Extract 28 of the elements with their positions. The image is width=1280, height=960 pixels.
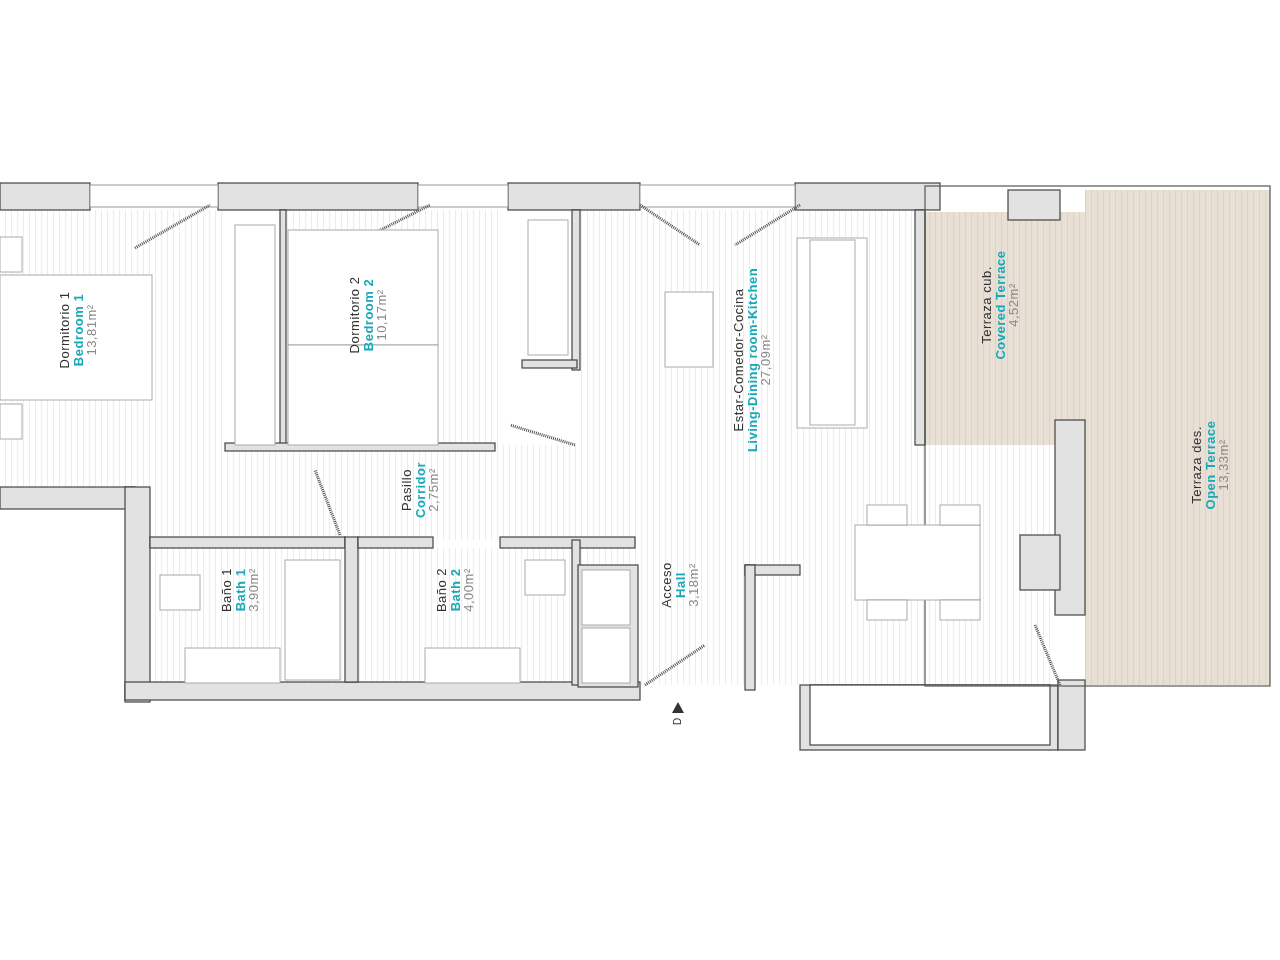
room-name: Pasillo (399, 469, 414, 511)
entrance-label: D (672, 717, 684, 726)
room-name-english: Bedroom 1 (71, 293, 85, 367)
room-area: 10,17m² (374, 289, 389, 341)
room-name: Acceso (659, 562, 674, 608)
room-name-english: Open Terrace (1203, 420, 1217, 510)
room-name-english: Hall (673, 572, 687, 598)
room-name-english: Bath 2 (448, 568, 462, 612)
room-area: 13,81m² (84, 304, 99, 356)
room-name-english: Bedroom 2 (361, 278, 375, 352)
room-area: 2,75m² (426, 468, 441, 512)
room-name: Dormitorio 2 (347, 276, 362, 354)
room-name: Terraza des. (1189, 426, 1204, 504)
room-area: 13,33m² (1216, 439, 1231, 491)
room-name: Baño 2 (434, 567, 449, 613)
room-name-english: Corridor (413, 462, 427, 518)
room-name-english: Covered Terrace (993, 250, 1007, 360)
room-name-english: Living-Dining room-Kitchen (745, 267, 759, 453)
room-area: 3,90m² (246, 568, 261, 612)
room-area: 4,52m² (1006, 283, 1021, 327)
room-name: Terraza cub. (979, 266, 994, 344)
room-area: 27,09m² (758, 334, 773, 386)
room-name: Dormitorio 1 (57, 291, 72, 369)
room-area: 4,00m² (461, 568, 476, 612)
room-area: 3,18m² (686, 563, 701, 607)
room-name: Estar-Comedor-Cocina (731, 288, 746, 432)
room-name-english: Bath 1 (233, 568, 247, 612)
room-name: Baño 1 (219, 567, 234, 613)
